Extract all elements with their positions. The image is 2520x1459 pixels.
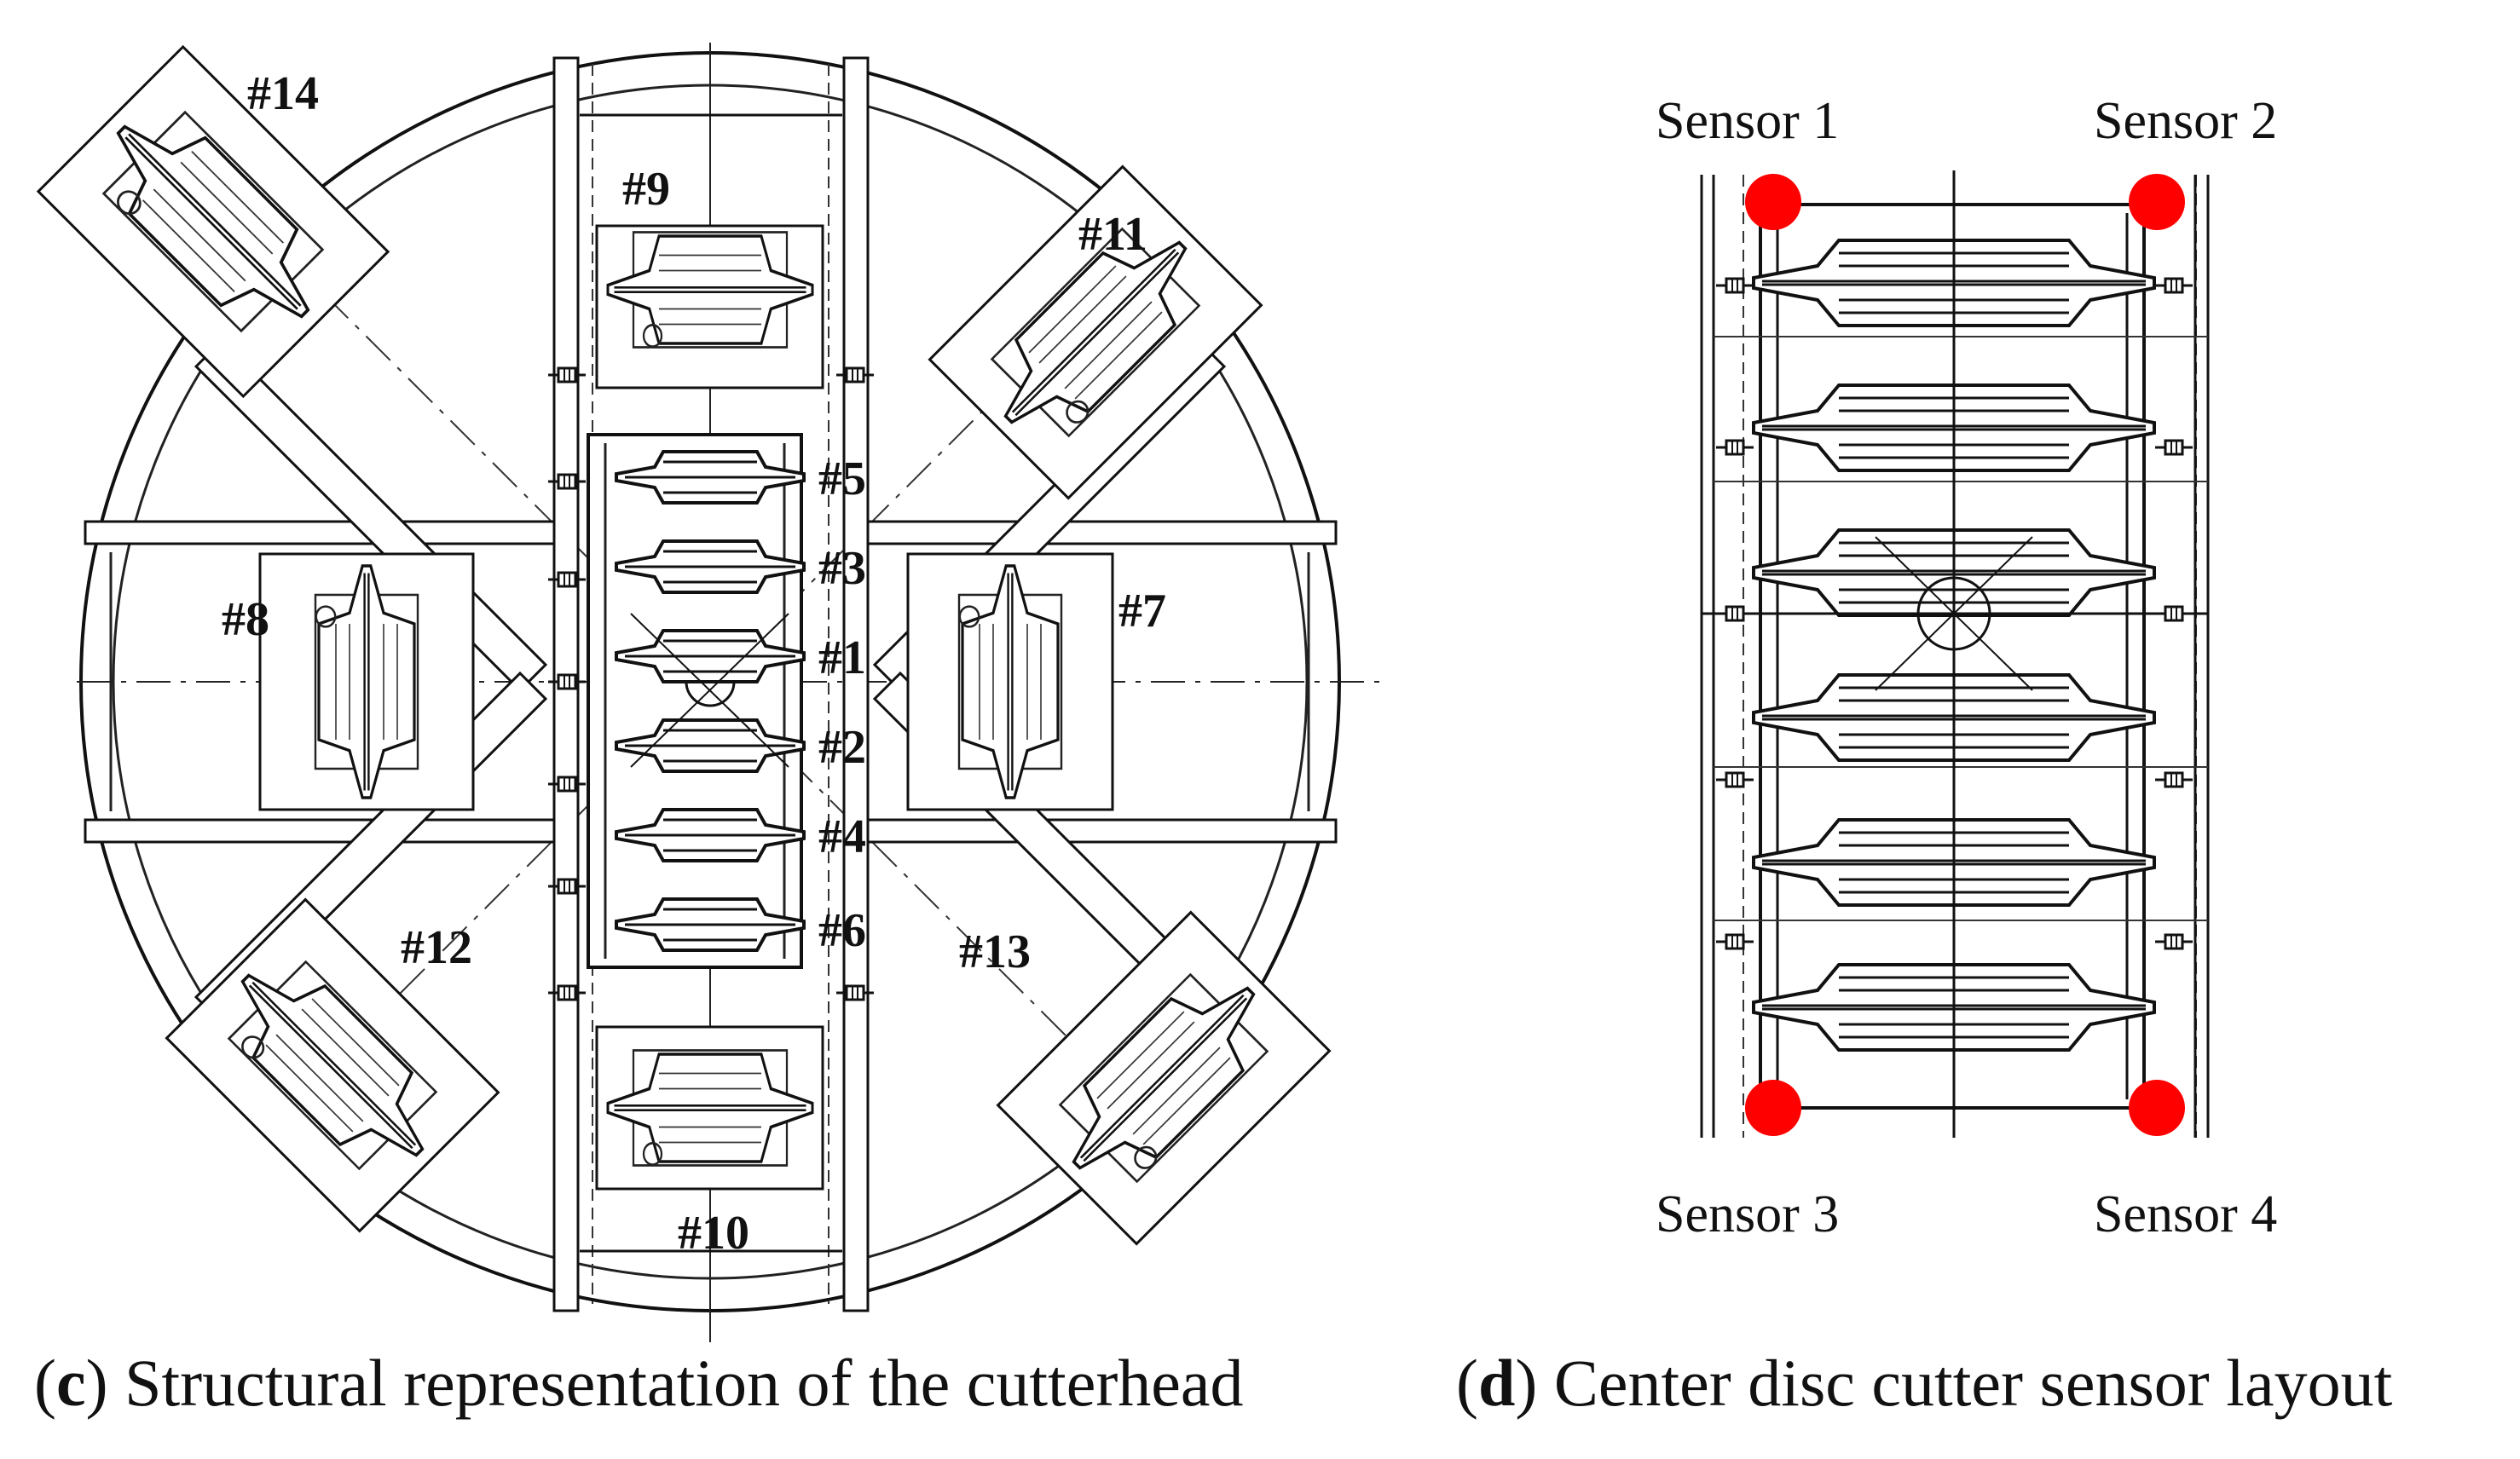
cutter-label-9: #9: [622, 163, 670, 216]
cutter-label-4: #4: [818, 810, 866, 863]
cutter-11-assembly: [928, 164, 1263, 500]
caption-c-text: Structural representation of the cutterh…: [124, 1346, 1244, 1420]
cutter-8-assembly: [258, 552, 475, 811]
caption-c-letter: c: [55, 1346, 86, 1420]
cutter-9-assembly: [595, 224, 824, 389]
caption-d-letter: d: [1477, 1346, 1516, 1420]
cutter-label-11: #11: [1078, 208, 1147, 261]
caption-c: (c) Structural representation of the cut…: [34, 1346, 1244, 1420]
cutter-label-5: #5: [818, 453, 866, 505]
cutter-10-assembly: [595, 1025, 824, 1191]
cutter-label-3: #3: [818, 542, 866, 595]
cutter-label-7: #7: [1118, 585, 1166, 637]
cutter-label-13: #13: [959, 926, 1031, 978]
cutter-13-assembly: [996, 910, 1332, 1246]
cutter-12-assembly: [165, 897, 500, 1233]
cutter-label-6: #6: [818, 904, 866, 957]
cutter-label-10: #10: [678, 1207, 749, 1260]
cutter-label-2: #2: [818, 721, 866, 774]
sensor-3-label: Sensor 3: [1656, 1185, 1839, 1243]
sensor-4-label: Sensor 4: [2094, 1185, 2277, 1243]
caption-d: (d) Center disc cutter sensor layout: [1456, 1346, 2393, 1420]
cutter-label-12: #12: [401, 921, 472, 974]
cutter-label-1: #1: [818, 631, 866, 684]
cutter-14-assembly: [36, 44, 390, 399]
cutterhead-drawing: #14 #9 #11 #5 #3 #8 #7 #1 #2 #4 #6 #12 #…: [36, 43, 1385, 1342]
sensor-2-marker: [2129, 174, 2185, 230]
caption-d-text: Center disc cutter sensor layout: [1553, 1346, 2393, 1420]
cutter-label-14: #14: [247, 67, 319, 120]
sensor-3-marker: [1745, 1080, 1801, 1136]
sensor-1-label: Sensor 1: [1656, 92, 1839, 150]
sensor-1-marker: [1745, 174, 1801, 230]
cutter-label-8: #8: [222, 593, 269, 646]
center-cutter-sensor-diagram: Sensor 1 Sensor 2 Sensor 3 Sensor 4: [1656, 92, 2277, 1243]
sensor-4-marker: [2129, 1080, 2185, 1136]
cutter-7-assembly: [906, 552, 1114, 811]
sensor-2-label: Sensor 2: [2094, 92, 2277, 150]
